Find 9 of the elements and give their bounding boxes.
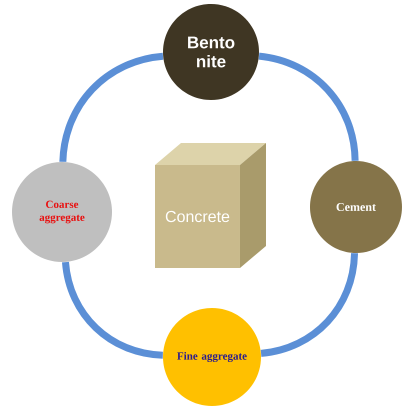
ring-arc	[258, 52, 359, 162]
ring-arc	[260, 252, 358, 357]
circle-node: Fine aggregate	[163, 308, 261, 406]
cube: Concrete	[155, 143, 266, 268]
ring-arc	[62, 262, 164, 359]
circle-node: Bento nite	[163, 4, 259, 100]
ring-arc	[59, 52, 164, 162]
circle-node: Cement	[310, 161, 402, 253]
circle-node: Coarse aggregate	[12, 162, 112, 262]
